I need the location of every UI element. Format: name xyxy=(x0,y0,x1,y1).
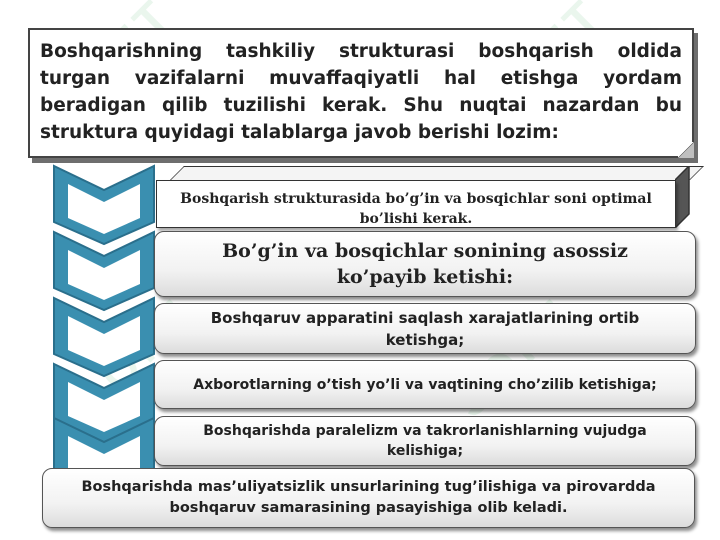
page-fold-corner xyxy=(678,142,694,158)
consequence-text: Boshqarishda paralelizm va takrorlanishl… xyxy=(203,423,647,459)
intro-text: Boshqarishning tashkiliy strukturasi bos… xyxy=(40,41,682,143)
chevron-column xyxy=(52,164,158,498)
consequences-heading: Bo’g’in va bosqichlar sonining asossiz k… xyxy=(154,231,696,297)
requirement-text: Boshqarish strukturasida bo’g’in va bosq… xyxy=(156,180,676,228)
requirement-box: Boshqarish strukturasida bo’g’in va bosq… xyxy=(156,164,704,230)
conclusion-text: Boshqarishda mas’uliyatsizlik unsurlarin… xyxy=(81,479,656,516)
chevron-down-icon xyxy=(53,362,155,444)
consequence-item: Boshqarishda paralelizm va takrorlanishl… xyxy=(154,416,696,466)
consequence-text: Boshqaruv apparatini saqlash xarajatlari… xyxy=(210,308,640,349)
chevron-down-icon xyxy=(53,230,155,312)
consequence-text: Axborotlarning o’tish yo’li va vaqtining… xyxy=(193,376,657,393)
conclusion-box: Boshqarishda mas’uliyatsizlik unsurlarin… xyxy=(42,468,695,528)
consequence-item: Axborotlarning o’tish yo’li va vaqtining… xyxy=(154,360,696,409)
chevron-down-icon xyxy=(53,164,155,246)
box-side-face xyxy=(675,166,690,228)
consequences-heading-text: Bo’g’in va bosqichlar sonining asossiz k… xyxy=(222,240,628,288)
consequence-item: Boshqaruv apparatini saqlash xarajatlari… xyxy=(154,303,696,354)
chevron-down-icon xyxy=(53,296,155,378)
intro-box: Boshqarishning tashkiliy strukturasi bos… xyxy=(28,28,694,158)
box-top-face xyxy=(170,166,704,180)
